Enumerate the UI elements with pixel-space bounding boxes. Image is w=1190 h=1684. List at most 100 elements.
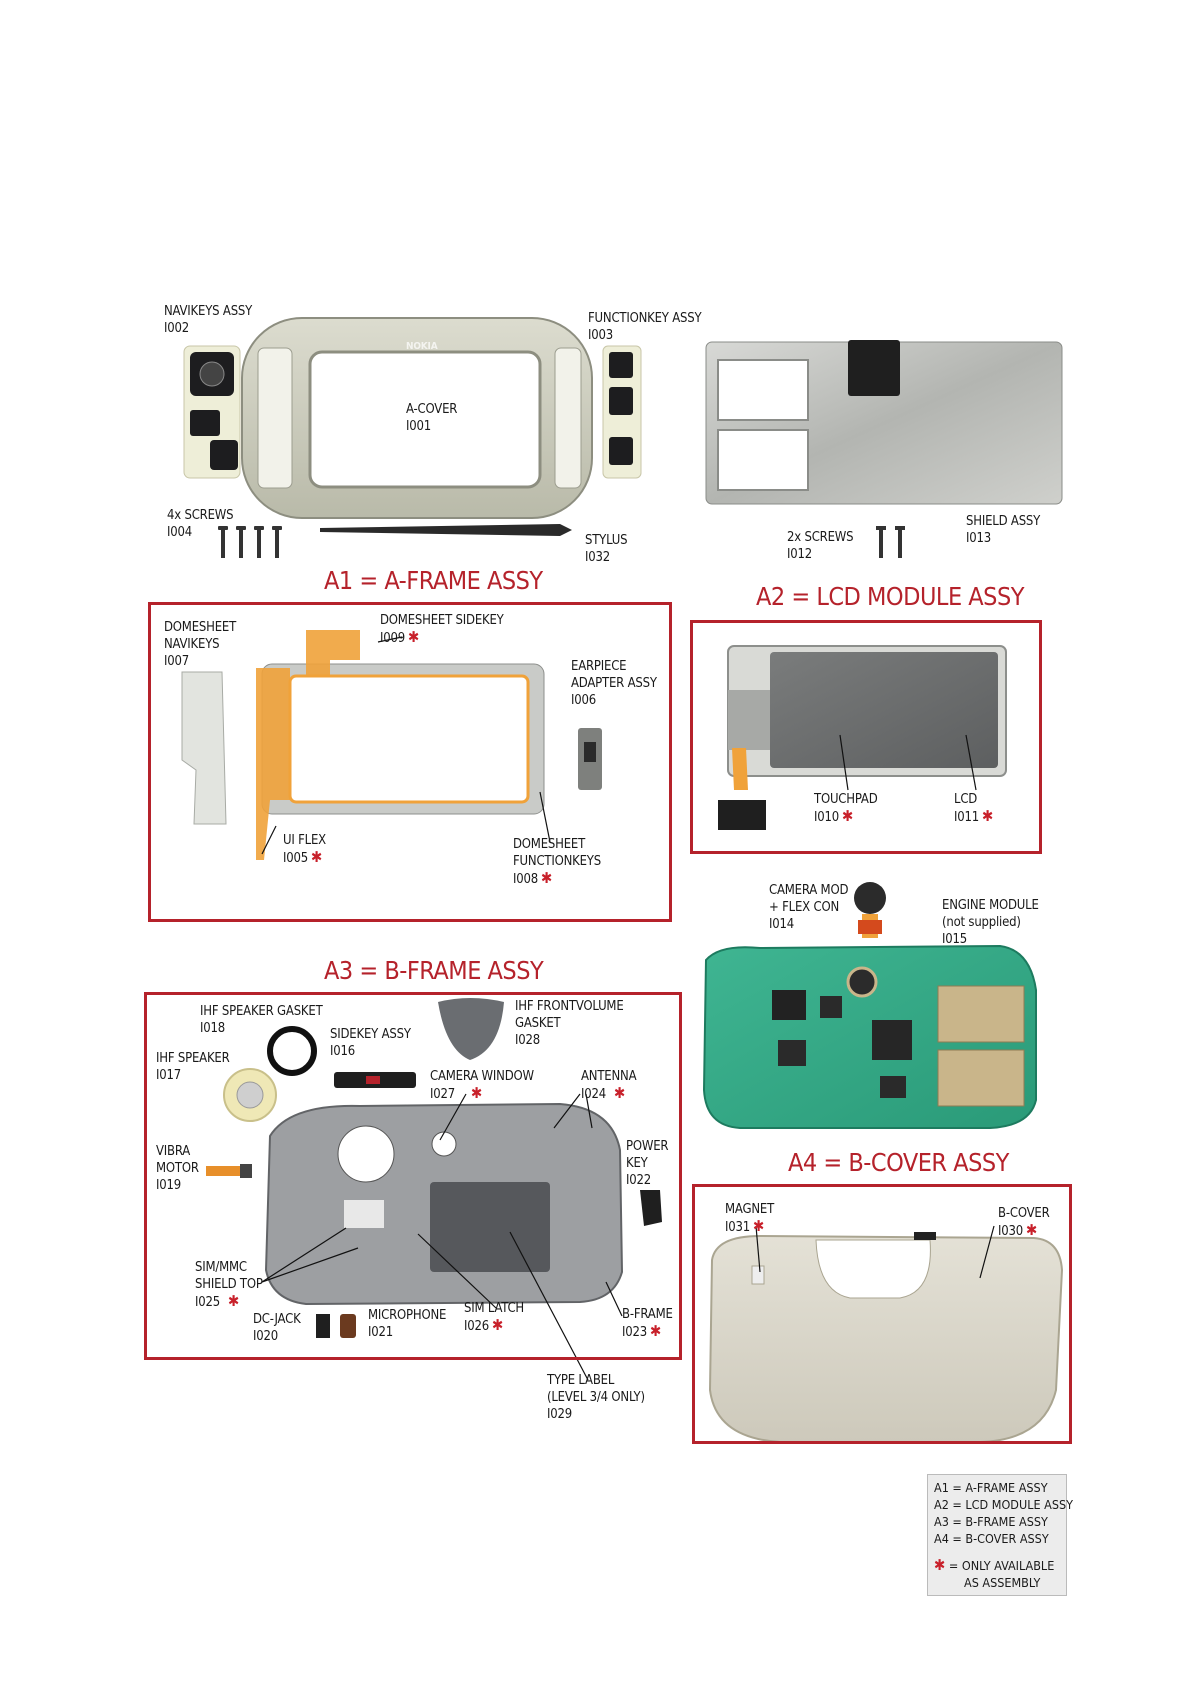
- label-domesheet-sidekey: DOMESHEET SIDEKEY I009✱: [380, 612, 504, 647]
- label-2x-screws: 2x SCREWS I012: [787, 529, 854, 563]
- part-code: I018: [200, 1021, 225, 1036]
- label-antenna: ANTENNA I024 ✱: [581, 1068, 637, 1103]
- part-name-line1: IHF FRONTVOLUME: [515, 999, 624, 1014]
- part-name: B-FRAME: [622, 1307, 673, 1322]
- part-code: I002: [164, 321, 189, 336]
- part-code: I013: [966, 531, 991, 546]
- legend-row-a2: A2 = LCD MODULE ASSY: [934, 1497, 1073, 1512]
- part-name: SIM LATCH: [464, 1301, 525, 1316]
- label-ihf-frontvolume-gasket: IHF FRONTVOLUME GASKET I028: [515, 998, 624, 1049]
- label-stylus: STYLUS I032: [585, 532, 628, 566]
- label-domesheet-functionkeys: DOMESHEET FUNCTIONKEYS I008✱: [513, 836, 601, 888]
- label-navikeys-assy: NAVIKEYS ASSY I002: [164, 303, 252, 337]
- part-name-line1: VIBRA: [156, 1144, 191, 1159]
- part-code: I019: [156, 1178, 181, 1193]
- label-power-key: POWER KEY I022: [626, 1138, 669, 1189]
- label-type-label: TYPE LABEL (LEVEL 3/4 ONLY) I029: [547, 1372, 645, 1423]
- part-name: IHF SPEAKER GASKET: [200, 1004, 323, 1019]
- label-lcd: LCD I011✱: [954, 791, 993, 826]
- stylus-image: [320, 524, 572, 536]
- part-name: B-COVER: [998, 1206, 1050, 1221]
- assembly-only-star-icon: ✱: [227, 1292, 240, 1310]
- legend-row-a1: A1 = A-FRAME ASSY: [934, 1480, 1048, 1495]
- legend-box: A1 = A-FRAME ASSY A2 = LCD MODULE ASSY A…: [927, 1474, 1073, 1596]
- label-b-cover: B-COVER I030✱: [998, 1205, 1050, 1240]
- part-name-line2: MOTOR: [156, 1161, 199, 1176]
- legend-row-a3: A3 = B-FRAME ASSY: [934, 1514, 1048, 1529]
- assembly-only-star-icon: ✱: [491, 1316, 504, 1334]
- label-camera-mod: CAMERA MOD + FLEX CON I014: [769, 882, 848, 933]
- label-sim-latch: SIM LATCH I026✱: [464, 1300, 524, 1335]
- part-name-line1: ENGINE MODULE: [942, 898, 1039, 913]
- label-functionkey-assy: FUNCTIONKEY ASSY I003: [588, 310, 702, 344]
- a4-frame: [692, 1184, 1072, 1444]
- part-name-line2: NAVIKEYS: [164, 637, 220, 652]
- engine-module-image: [702, 944, 1037, 1129]
- part-name-line2: + FLEX CON: [769, 900, 839, 915]
- part-name: ANTENNA: [581, 1069, 637, 1084]
- part-code: I025: [195, 1295, 220, 1310]
- part-code: I024: [581, 1087, 606, 1102]
- part-code: I023: [622, 1325, 647, 1340]
- part-code: I022: [626, 1173, 651, 1188]
- screws-2x-image: [876, 526, 905, 558]
- part-name-line2: (not supplied): [942, 915, 1021, 930]
- part-name-line1: DOMESHEET: [513, 837, 586, 852]
- part-name: MICROPHONE: [368, 1308, 447, 1323]
- assembly-only-star-icon: ✱: [841, 807, 854, 825]
- part-name: TOUCHPAD: [814, 792, 878, 807]
- part-code: I014: [769, 917, 794, 932]
- part-code: I017: [156, 1068, 181, 1083]
- part-name: A-COVER: [406, 402, 458, 417]
- assembly-only-star-icon: ✱: [981, 807, 994, 825]
- shield-assy-image: [705, 340, 1063, 505]
- label-shield-assy: SHIELD ASSY I013: [966, 513, 1040, 547]
- part-code: I020: [253, 1329, 278, 1344]
- a3-frame: [144, 992, 682, 1360]
- section-title-a3: A3 = B-FRAME ASSY: [324, 956, 544, 985]
- section-title-a2: A2 = LCD MODULE ASSY: [756, 582, 1024, 611]
- part-name: 4x SCREWS: [167, 508, 234, 523]
- part-name-line2: GASKET: [515, 1016, 561, 1031]
- label-camera-window: CAMERA WINDOW I027✱: [430, 1068, 534, 1103]
- label-4x-screws: 4x SCREWS I004: [167, 507, 234, 541]
- assembly-only-star-icon: ✱: [613, 1084, 626, 1102]
- part-code: I010: [814, 810, 839, 825]
- assembly-only-star-icon: ✱: [407, 628, 420, 646]
- part-code: I001: [406, 419, 431, 434]
- legend-note: ✱ = ONLY AVAILABLE: [934, 1557, 1060, 1574]
- label-nokia-brand: NOKIA: [406, 341, 438, 352]
- a2-frame: [690, 620, 1042, 854]
- label-ihf-speaker-gasket: IHF SPEAKER GASKET I018: [200, 1003, 323, 1037]
- part-code: I030: [998, 1224, 1023, 1239]
- part-name: SIDEKEY ASSY: [330, 1027, 411, 1042]
- legend-note-line1: = ONLY AVAILABLE: [948, 1558, 1055, 1573]
- part-code: I028: [515, 1033, 540, 1048]
- label-earpiece-adapter: EARPIECE ADAPTER ASSY I006: [571, 658, 657, 709]
- part-name: DC-JACK: [253, 1312, 301, 1327]
- legend-star-icon: ✱: [934, 1556, 946, 1574]
- part-name-line1: TYPE LABEL: [547, 1373, 615, 1388]
- label-domesheet-navikeys: DOMESHEET NAVIKEYS I007: [164, 619, 236, 670]
- part-name: CAMERA WINDOW: [430, 1069, 534, 1084]
- part-code: I005: [283, 851, 308, 866]
- part-code: I004: [167, 525, 192, 540]
- part-name: LCD: [954, 792, 978, 807]
- label-a-cover: A-COVER I001: [406, 401, 457, 435]
- part-name: DOMESHEET SIDEKEY: [380, 613, 504, 628]
- part-name: FUNCTIONKEY ASSY: [588, 311, 702, 326]
- part-code: I026: [464, 1319, 489, 1334]
- part-code: I029: [547, 1407, 572, 1422]
- part-code: I021: [368, 1325, 393, 1340]
- part-code: I032: [585, 550, 610, 565]
- part-name-line1: DOMESHEET: [164, 620, 237, 635]
- label-engine-module: ENGINE MODULE (not supplied) I015: [942, 897, 1039, 948]
- label-sidekey-assy: SIDEKEY ASSY I016: [330, 1026, 411, 1060]
- assembly-only-star-icon: ✱: [310, 848, 323, 866]
- label-dc-jack: DC-JACK I020: [253, 1311, 301, 1345]
- part-code: I031: [725, 1220, 750, 1235]
- label-magnet: MAGNET I031✱: [725, 1201, 774, 1236]
- part-code: I027: [430, 1087, 455, 1102]
- part-code: I006: [571, 693, 596, 708]
- part-name-line2: SHIELD TOP: [195, 1277, 263, 1292]
